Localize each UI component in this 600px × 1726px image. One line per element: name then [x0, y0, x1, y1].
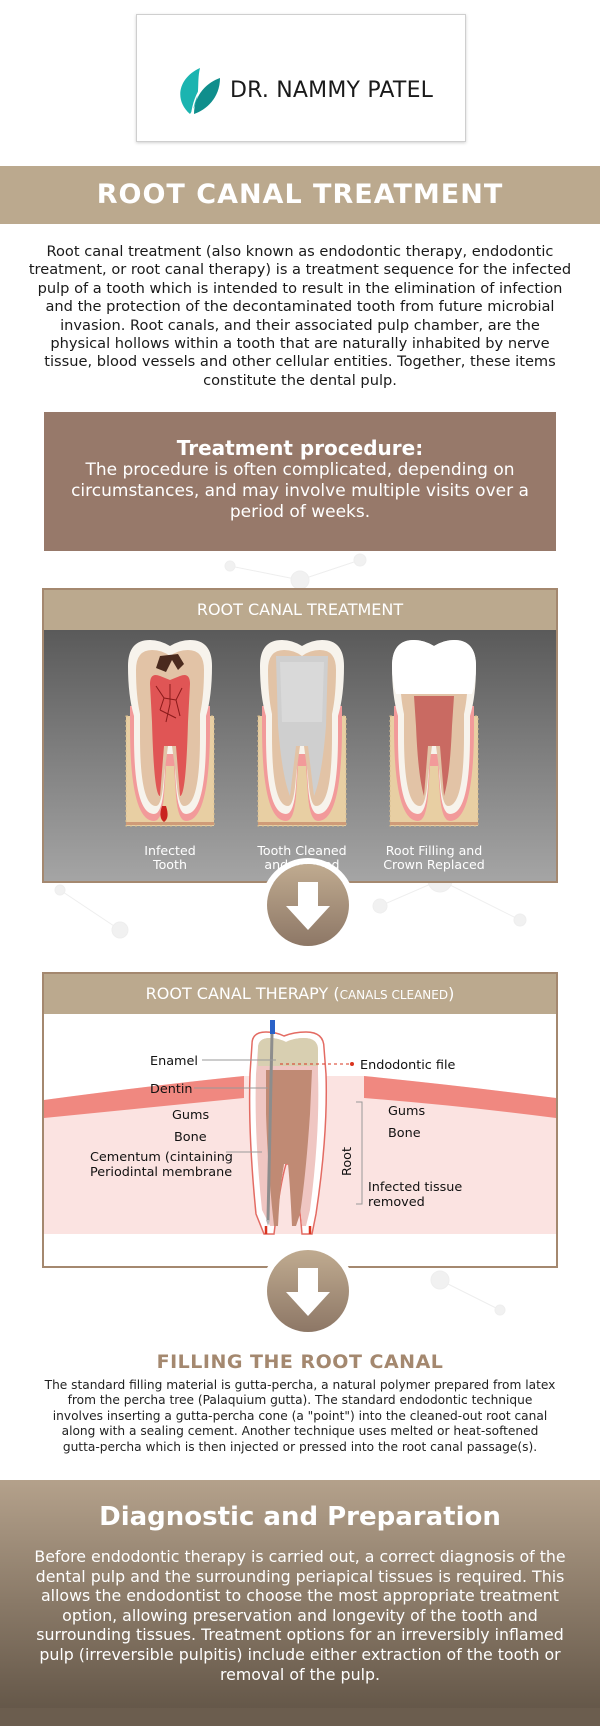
tooth-cross-section-diagram: [44, 1020, 556, 1235]
procedure-box: Treatment procedure: The procedure is of…: [44, 412, 556, 551]
diagnostic-text: Before endodontic therapy is carried out…: [34, 1547, 566, 1684]
label-enamel: Enamel: [150, 1054, 198, 1069]
intro-paragraph: Root canal treatment (also known as endo…: [28, 243, 572, 389]
label-bone-left: Bone: [174, 1130, 207, 1145]
leaf-logo-icon: [180, 68, 220, 114]
diagnostic-title: Diagnostic and Preparation: [99, 1502, 501, 1532]
label-endodontic-file: Endodontic file: [360, 1058, 456, 1073]
stages-panel-heading: ROOT CANAL TREATMENT: [44, 590, 556, 630]
filled-tooth-illustration: [389, 640, 479, 827]
title-band: ROOT CANAL TREATMENT: [0, 166, 600, 224]
therapy-panel: ROOT CANAL THERAPY (CANALS CLEANED) Enam…: [42, 972, 558, 1268]
diagnostic-section: Diagnostic and Preparation Before endodo…: [0, 1480, 600, 1726]
label-root: Root: [340, 1147, 355, 1176]
infected-tooth-illustration: [125, 640, 215, 827]
filling-title: FILLING THE ROOT CANAL: [156, 1351, 444, 1373]
footer-band: [0, 1708, 600, 1726]
label-dentin: Dentin: [150, 1082, 193, 1097]
therapy-panel-heading: ROOT CANAL THERAPY (CANALS CLEANED): [44, 974, 556, 1014]
brand-name: DR. NAMMY PATEL: [230, 78, 434, 103]
page-title: ROOT CANAL TREATMENT: [96, 179, 504, 210]
down-arrow-icon-2: [267, 1250, 349, 1332]
treatment-stages-panel: ROOT CANAL TREATMENT: [42, 588, 558, 883]
cleaned-tooth-illustration: [257, 640, 347, 827]
down-arrow-icon: [267, 864, 349, 946]
procedure-text: The procedure is often complicated, depe…: [71, 460, 529, 522]
label-gums-left: Gums: [172, 1108, 210, 1123]
label-gums-right: Gums: [388, 1104, 426, 1119]
therapy-diagram-area: Enamel Dentin Gums Bone Cementum (cintai…: [44, 1014, 556, 1266]
label-bone-right: Bone: [388, 1126, 421, 1141]
filling-text: The standard filling material is gutta-p…: [44, 1378, 556, 1454]
procedure-title: Treatment procedure:: [176, 436, 424, 460]
